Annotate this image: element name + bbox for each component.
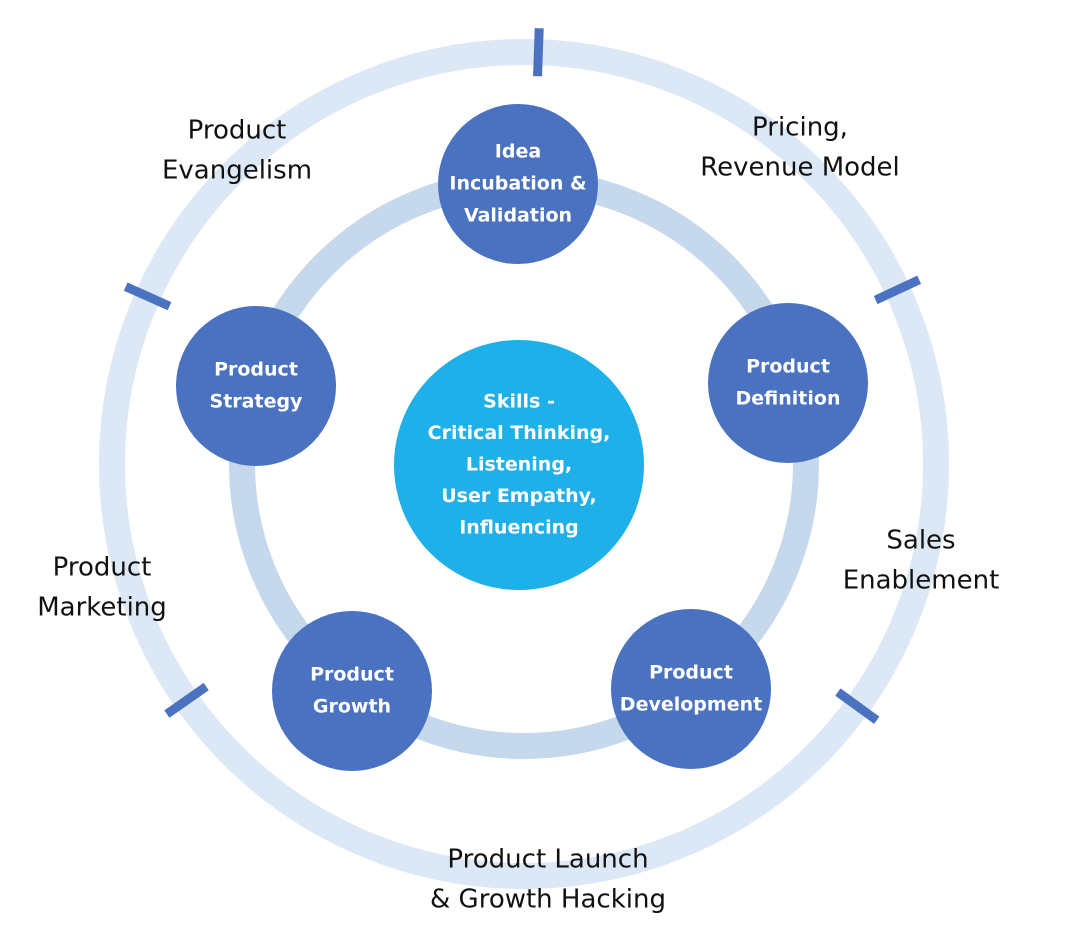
- center-skills-text-line: Skills -: [483, 391, 555, 413]
- outer-label-product-marketing-line: Marketing: [37, 593, 167, 623]
- ring-divider-tick: [835, 688, 880, 724]
- stage-node-label-line: Product: [649, 662, 733, 684]
- outer-label-pricing-revenue-model: Pricing, Revenue Model: [700, 113, 900, 183]
- stage-node-label-line: Validation: [464, 205, 572, 227]
- ring-divider-tick: [123, 282, 172, 311]
- outer-label-product-launch-growth-hacking-line: & Growth Hacking: [430, 885, 666, 915]
- ring-divider-tick: [533, 28, 544, 77]
- outer-label-product-launch-growth-hacking-line: Product Launch: [447, 845, 648, 875]
- outer-label-sales-enablement-line: Sales: [886, 526, 955, 556]
- stage-node-circle: [176, 306, 336, 466]
- center-skills-text-line: Critical Thinking,: [428, 422, 611, 444]
- outer-ring: [99, 39, 949, 889]
- center-skills-text: Skills - Critical Thinking, Listening, User…: [428, 391, 611, 539]
- stage-node-circle: [438, 104, 598, 264]
- stage-node-circle: [611, 609, 771, 769]
- ring-divider-tick: [873, 275, 922, 305]
- ring-divider-tick: [164, 682, 209, 718]
- stage-node-label-line: Product: [214, 359, 298, 381]
- center-skills-text-line: Influencing: [459, 517, 579, 539]
- center-circle: [394, 340, 644, 590]
- center-skills-text-line: User Empathy,: [441, 485, 597, 507]
- stage-node-circle: [708, 303, 868, 463]
- outer-label-product-marketing-line: Product: [53, 553, 152, 583]
- stage-node-label-line: Strategy: [210, 391, 304, 413]
- center-skills-circle: Skills - Critical Thinking, Listening, User…: [394, 340, 644, 590]
- outer-ring-dividers: [123, 28, 922, 724]
- outer-label-product-evangelism-line: Evangelism: [162, 156, 312, 186]
- outer-label-product-launch-growth-hacking: Product Launch & Growth Hacking: [430, 845, 666, 915]
- outer-label-product-evangelism-line: Product: [188, 116, 287, 146]
- outer-label-sales-enablement-line: Enablement: [843, 566, 1000, 596]
- stage-node-label-line: Definition: [736, 388, 841, 410]
- outer-label-pricing-revenue-model-line: Pricing,: [752, 113, 848, 143]
- outer-label-pricing-revenue-model-line: Revenue Model: [700, 153, 900, 183]
- stage-node-label-line: Product: [310, 664, 394, 686]
- stage-node-label-line: Incubation &: [449, 173, 586, 195]
- stage-node-label-line: Idea: [495, 141, 541, 163]
- stage-node-circle: [272, 611, 432, 771]
- stage-node-label-line: Development: [620, 694, 762, 716]
- center-skills-text-line: Listening,: [466, 454, 572, 476]
- stage-node-label-line: Growth: [313, 696, 391, 718]
- stage-node-label-line: Product: [746, 356, 830, 378]
